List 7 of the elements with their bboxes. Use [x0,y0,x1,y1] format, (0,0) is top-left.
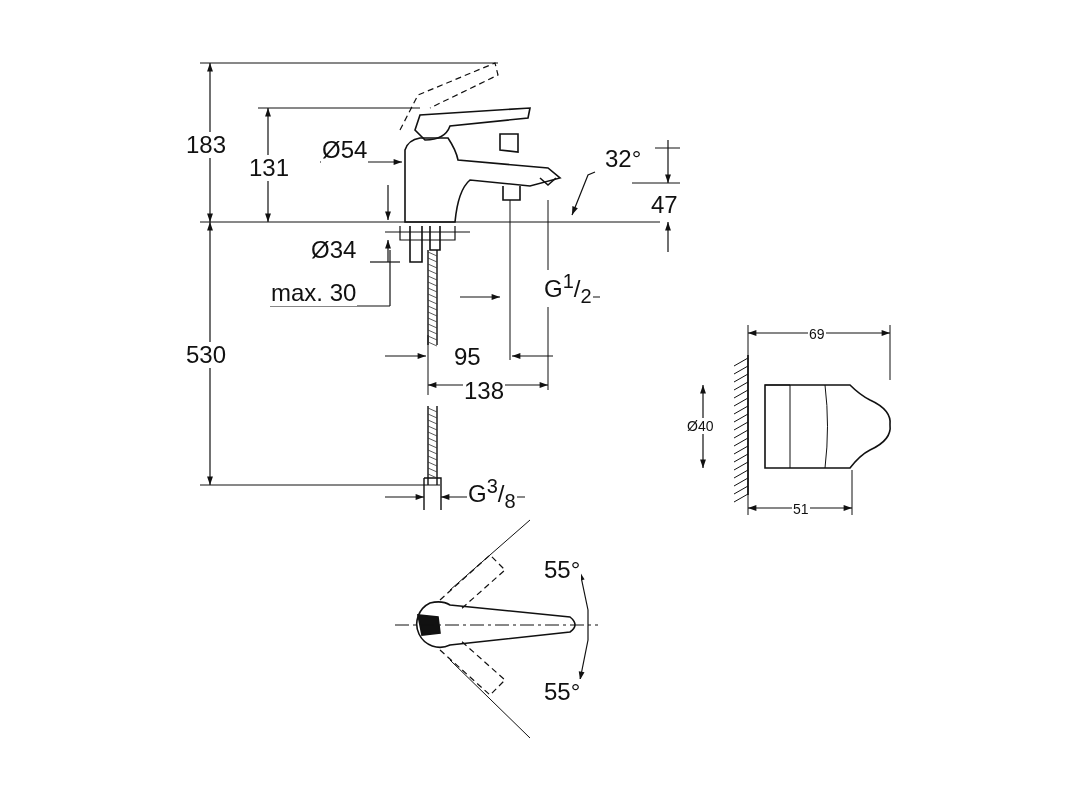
dimension-label: 530 [185,342,228,368]
dimension-label: 69 [808,326,826,342]
dimension-label: 51 [792,501,810,517]
dimension-label: 183 [185,132,228,158]
dimension-label: G$^{1}$/$_{2}$ [543,270,593,307]
dimension-label: 131 [248,155,291,181]
dimension-label: Ø40 [686,418,715,434]
